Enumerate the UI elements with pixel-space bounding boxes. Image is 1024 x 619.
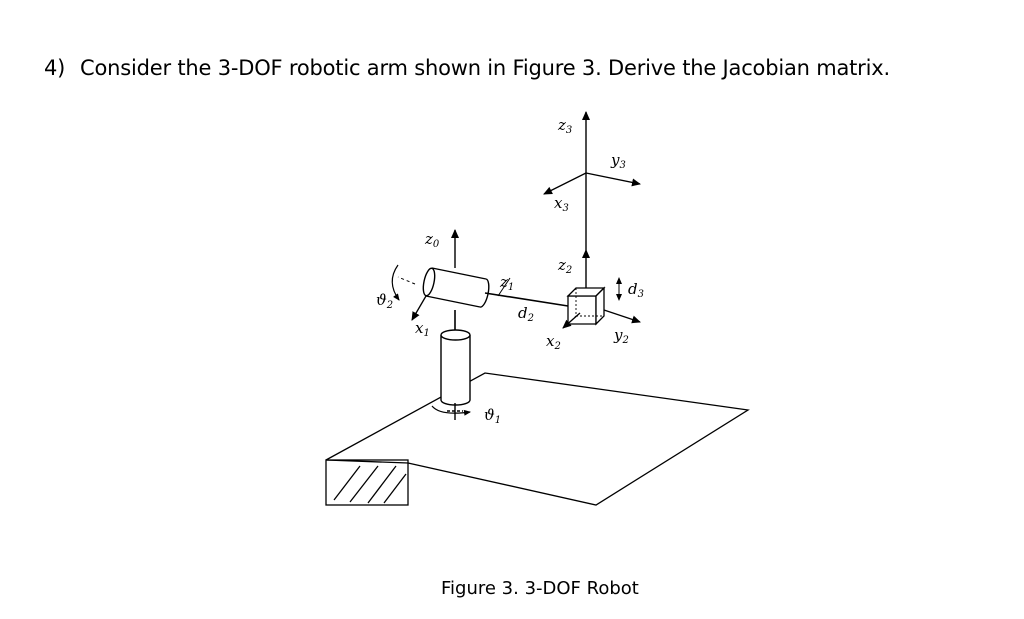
label-z3: z3 — [557, 116, 572, 136]
label-z2: z2 — [557, 256, 572, 276]
question-text-block: 4) Consider the 3-DOF robotic arm shown i… — [44, 56, 890, 80]
label-theta1: ϑ1 — [484, 406, 501, 426]
theta2-rotation-arrow — [391, 264, 400, 301]
label-d2: d2 — [518, 304, 534, 324]
label-y3: y3 — [610, 151, 626, 171]
label-x2: x2 — [546, 332, 561, 352]
label-theta2: ϑ2 — [376, 291, 393, 311]
theta1-rotation-arrow — [431, 405, 471, 416]
label-z0: z0 — [424, 230, 440, 250]
base-cylinder — [440, 310, 471, 420]
label-d3: d3 — [628, 280, 644, 300]
figure-caption: Figure 3. 3-DOF Robot — [441, 578, 639, 599]
y3-axis-arrow — [585, 172, 641, 187]
y2-axis-arrow — [603, 309, 641, 324]
label-z1: z1 — [499, 273, 514, 293]
question-number: 4) — [44, 56, 66, 80]
label-x3: x3 — [554, 194, 569, 214]
shoulder-cylinder — [422, 267, 490, 308]
label-x1: x1 — [415, 319, 430, 339]
x3-axis-arrow — [543, 172, 587, 195]
x2-axis-arrow — [562, 312, 581, 329]
base-plate — [325, 372, 750, 506]
label-y2: y2 — [613, 326, 629, 346]
question-prompt: Consider the 3-DOF robotic arm shown in … — [80, 56, 890, 80]
